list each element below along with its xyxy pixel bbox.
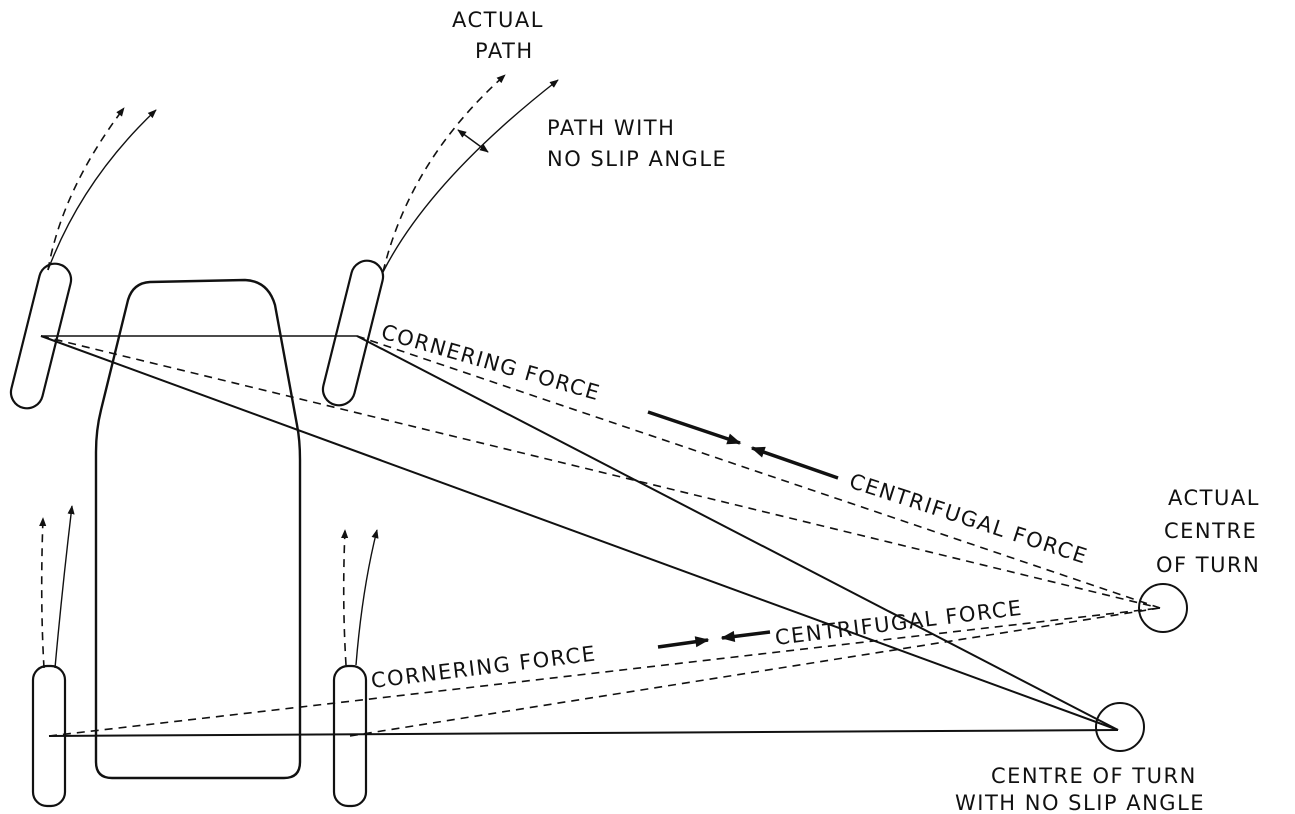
rear-centrifugal-force-label: CENTRIFUGAL FORCE: [774, 596, 1024, 650]
rear-left-radius-actual: [48, 607, 1161, 737]
actual-centre-of-turn-circle: [1138, 583, 1188, 633]
no-slip-centre-of-turn-circle: [1095, 702, 1145, 752]
actual-path-label-line1: ACTUAL: [452, 8, 544, 32]
front-right-radius-actual: [356, 335, 1161, 609]
actual-centre-label-line2: CENTRE: [1164, 519, 1257, 543]
actual-path-label-line2: PATH: [475, 39, 534, 63]
rear-cornering-force-arrow: [657, 636, 710, 649]
front-centrifugal-force-label: CENTRIFUGAL FORCE: [846, 469, 1091, 569]
rear-centrifugal-force-arrow: [720, 630, 771, 642]
rear-right-path-actual: [341, 529, 349, 666]
car-body: [94, 278, 302, 780]
slip-angle-indicator: [457, 129, 489, 153]
front-cornering-force-arrow: [647, 410, 742, 445]
rear-right-path-no-slip: [355, 529, 379, 666]
front-right-path-no-slip: [382, 79, 559, 273]
no-slip-path-label-line2: NO SLIP ANGLE: [547, 147, 727, 171]
rear-left-path-no-slip: [54, 505, 75, 669]
front-right-tyre: [321, 259, 385, 407]
front-left-radius-no-slip: [40, 335, 1119, 731]
front-cornering-force-label: CORNERING FORCE: [379, 320, 604, 406]
actual-centre-label-line3: OF TURN: [1156, 553, 1260, 577]
front-left-path-no-slip: [47, 109, 157, 271]
rear-left-path-actual: [39, 517, 47, 669]
front-left-radius-actual: [40, 335, 1161, 609]
actual-centre-label-line1: ACTUAL: [1168, 486, 1260, 510]
no-slip-centre-label-line2: WITH NO SLIP ANGLE: [955, 791, 1205, 814]
no-slip-path-label-line1: PATH WITH: [547, 116, 675, 140]
rear-right-radius-actual: [349, 607, 1161, 737]
rear-axle-line: [48, 729, 1119, 737]
front-right-path-actual: [382, 74, 506, 273]
front-left-path-actual: [47, 107, 125, 271]
no-slip-centre-label-line1: CENTRE OF TURN: [991, 764, 1197, 788]
front-centrifugal-force-arrow: [750, 446, 839, 480]
front-right-radius-no-slip: [356, 335, 1119, 731]
